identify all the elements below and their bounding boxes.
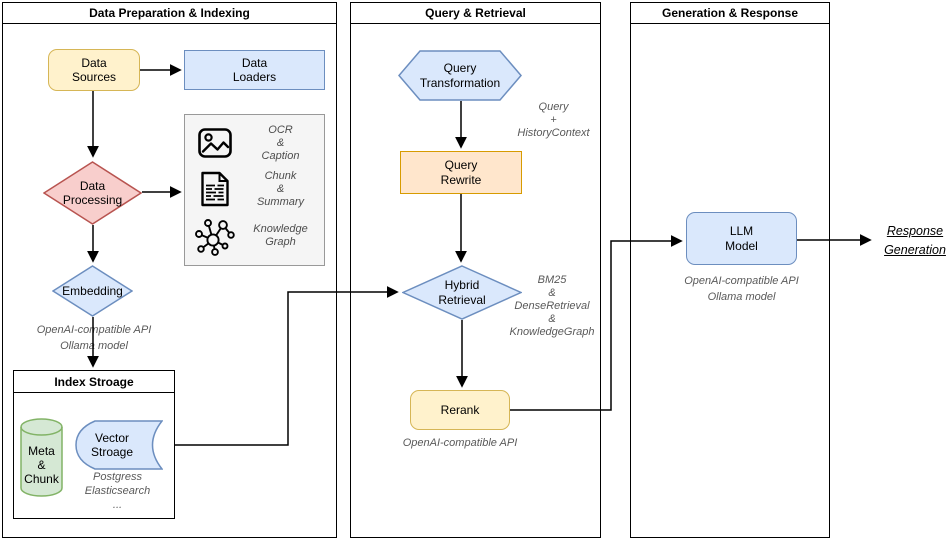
hybrid-retrieval-note: BM25 & DenseRetrieval & KnowledgeGraph bbox=[509, 274, 595, 338]
node-llm-model: LLM Model bbox=[686, 212, 797, 265]
node-label: Query Transformation bbox=[419, 61, 501, 90]
node-label: Rerank bbox=[440, 402, 480, 417]
node-rerank: Rerank bbox=[410, 390, 510, 430]
node-label: Data Sources bbox=[71, 55, 117, 85]
diamond-shape bbox=[402, 265, 522, 320]
node-embedding: Embedding bbox=[52, 265, 133, 317]
section-title: Query & Retrieval bbox=[351, 3, 600, 24]
knowledge-graph-icon bbox=[189, 216, 241, 257]
image-icon bbox=[189, 128, 241, 158]
node-query-transformation: Query Transformation bbox=[398, 50, 522, 101]
section-generation-response: Generation & Response bbox=[630, 2, 830, 538]
processing-details-box: OCR & Caption Chunk & Summary bbox=[184, 114, 325, 266]
detail-label: OCR & Caption bbox=[261, 123, 300, 162]
query-transformation-note: Query + HistoryContext bbox=[517, 101, 590, 139]
cylinder-shape bbox=[20, 418, 63, 497]
node-data-sources: Data Sources bbox=[48, 49, 140, 91]
hexagon-shape bbox=[398, 50, 522, 101]
node-query-rewrite: Query Rewrite bbox=[400, 151, 522, 194]
section-title: Data Preparation & Indexing bbox=[3, 3, 336, 24]
diamond-shape bbox=[52, 265, 133, 317]
node-data-loaders: Data Loaders bbox=[184, 50, 325, 90]
document-icon bbox=[189, 171, 241, 207]
node-label: LLM Model bbox=[725, 224, 758, 253]
node-vector-storage: Vector Stroage bbox=[75, 420, 163, 470]
embedding-note: OpenAI-compatible API Ollama model bbox=[36, 324, 152, 352]
node-label: Vector Stroage bbox=[90, 430, 134, 460]
node-label: Embedding bbox=[62, 283, 123, 298]
node-data-processing: Data Processing bbox=[43, 161, 142, 225]
vector-storage-note: Postgress Elasticsearch ... bbox=[84, 471, 151, 511]
node-label: Query Rewrite bbox=[440, 158, 482, 187]
diamond-shape bbox=[43, 161, 142, 225]
detail-label: Knowledge Graph bbox=[253, 223, 308, 249]
node-hybrid-retrieval: Hybrid Retrieval bbox=[402, 265, 522, 320]
processing-detail-row: Chunk & Summary bbox=[189, 170, 320, 209]
node-label: Data Loaders bbox=[232, 55, 277, 85]
llm-model-note: OpenAI-compatible API Ollama model bbox=[684, 275, 799, 303]
section-title: Generation & Response bbox=[631, 3, 829, 24]
detail-label: Chunk & Summary bbox=[256, 169, 305, 208]
processing-detail-row: OCR & Caption bbox=[189, 124, 320, 163]
response-generation-label: Response Generation bbox=[884, 224, 946, 257]
processing-detail-row: Knowledge Graph bbox=[189, 216, 320, 257]
node-label: Hybrid Retrieval bbox=[438, 278, 486, 307]
rerank-note: OpenAI-compatible API bbox=[402, 437, 518, 449]
node-label: Meta & Chunk bbox=[24, 444, 59, 486]
node-meta-chunk: Meta & Chunk bbox=[20, 418, 63, 497]
index-storage-title: Index Stroage bbox=[14, 371, 174, 393]
node-label: Data Processing bbox=[62, 178, 123, 208]
stored-data-shape bbox=[75, 420, 163, 470]
